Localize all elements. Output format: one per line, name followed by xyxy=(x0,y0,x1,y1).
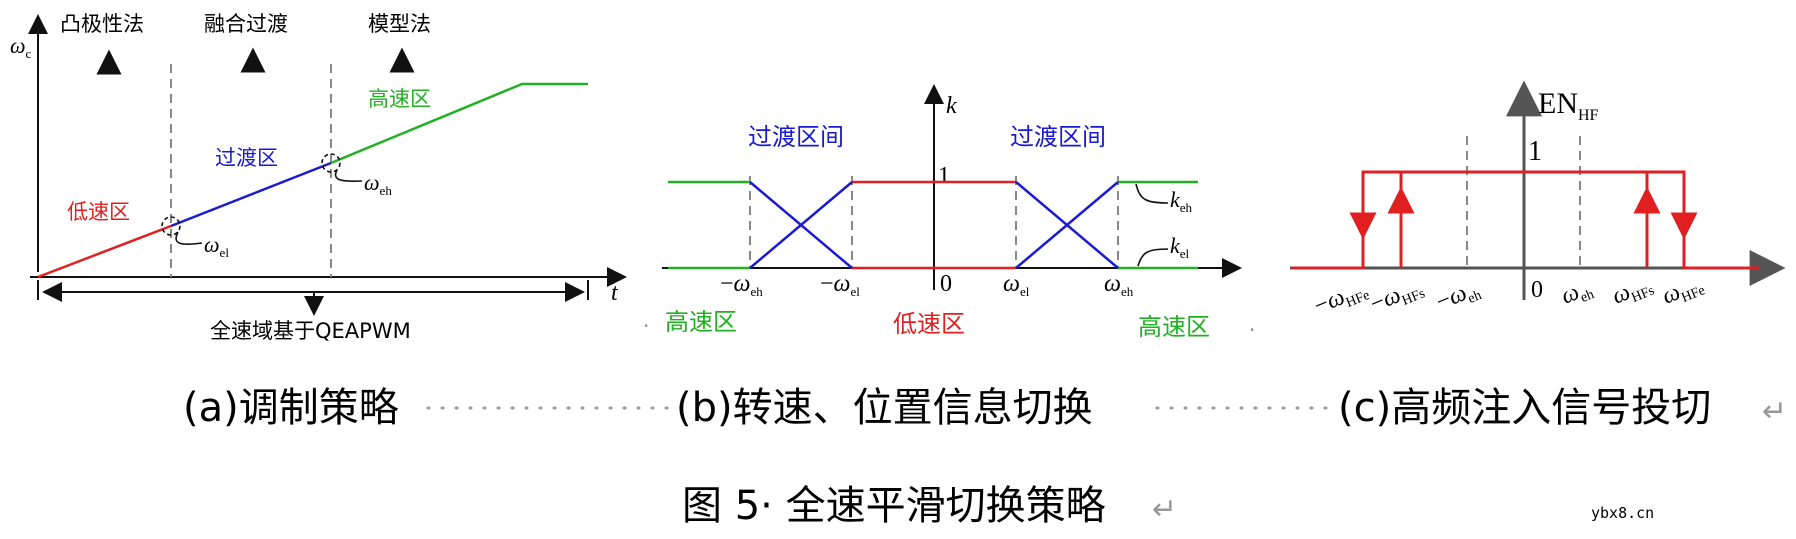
panel-c-y-label: ENHF xyxy=(1538,87,1599,124)
panel-c-tick-one: 1 xyxy=(1528,136,1542,167)
panel-c-tick-hfe: ωHFe xyxy=(1659,270,1708,312)
panel-b-curve-keh: keh xyxy=(1170,187,1193,215)
figure-title: 图 5· 全速平滑切换策略 xyxy=(682,483,1106,529)
watermark: ybx8.cn xyxy=(1591,504,1654,522)
panel-a-top-label-1: 凸极性法 xyxy=(60,12,144,36)
caption-b: (b)转速、位置信息切换 xyxy=(676,385,1093,431)
panel-b-tick-one: 1 xyxy=(938,163,950,189)
panel-a-x-label: t xyxy=(611,280,619,306)
panel-b-region-high-right: 高速区 xyxy=(1138,313,1210,341)
panel-a-marker-el xyxy=(161,216,181,236)
panel-a-top-label-3: 模型法 xyxy=(368,12,431,36)
panel-c: ENHF 1 0 −ωHFe −ωHFs −ωeh ωeh ωHFs ωHFe xyxy=(1290,80,1786,322)
panel-a: ωc t 凸极性法 融合过渡 模型法 ωel ωeh 低速区 过渡区 高速区 全… xyxy=(10,12,627,343)
panel-b-left-dot: · xyxy=(643,314,649,338)
panel-b-y-label: k xyxy=(946,93,957,119)
figure-title-return-mark: ↵ xyxy=(1152,492,1177,527)
panel-b-tick-zero: 0 xyxy=(940,271,952,297)
panel-a-y-label: ωc xyxy=(10,33,32,61)
panel-a-low-speed-line xyxy=(37,224,172,279)
panel-b-region-high-left: 高速区 xyxy=(665,308,737,336)
panel-b-tick-neg-eh: −ωeh xyxy=(720,271,763,299)
panel-a-top-label-2: 融合过渡 xyxy=(204,12,288,36)
caption-c-return-mark: ↵ xyxy=(1762,394,1787,429)
panel-b-region-low: 低速区 xyxy=(893,310,965,338)
panel-a-region-transition: 过渡区 xyxy=(215,146,278,170)
panel-a-callout-eh xyxy=(334,169,363,183)
panel-b-keh-callout xyxy=(1135,183,1169,204)
panel-b-tick-el: ωel xyxy=(1003,271,1030,299)
panel-a-region-high: 高速区 xyxy=(368,87,431,111)
panel-a-region-low: 低速区 xyxy=(67,200,130,224)
panel-a-bottom-label: 全速域基于QEAPWM xyxy=(210,319,411,343)
panel-b-curve-kel: kel xyxy=(1170,233,1190,261)
panel-b-tick-neg-el: −ωel xyxy=(820,271,860,299)
panel-c-tick-hfs: ωHFs xyxy=(1609,270,1657,312)
panel-b-kel-callout xyxy=(1137,248,1169,267)
panel-b-cross-right-down xyxy=(1015,181,1119,269)
caption-c: (c)高频注入信号投切 xyxy=(1338,385,1711,431)
panel-a-high-speed-line xyxy=(330,82,588,165)
captions: (a)调制策略 (b)转速、位置信息切换 (c)高频注入信号投切 ↵ 图 5· … xyxy=(183,385,1787,529)
panel-c-tick-neg-hfe: −ωHFe xyxy=(1311,275,1373,322)
panel-b-cross-left-down xyxy=(749,181,853,269)
panel-b-tick-eh: ωeh xyxy=(1104,271,1134,299)
panel-c-tick-zero: 0 xyxy=(1531,277,1543,303)
panel-c-tick-eh: ωeh xyxy=(1558,274,1597,312)
panel-c-tick-neg-hfs: −ωHFs xyxy=(1367,273,1428,320)
panel-a-omega-el: ωel xyxy=(204,232,229,260)
panel-c-enable-pulse xyxy=(1292,170,1760,270)
panel-b: k 1 0 过渡区间 过渡区间 keh kel −ωeh −ωel ωel ωe… xyxy=(643,84,1255,342)
panel-a-marker-eh xyxy=(321,153,341,173)
panel-b-right-dot: · xyxy=(1249,318,1255,342)
panel-a-callout-el xyxy=(175,231,203,246)
panel-b-transition-label-right: 过渡区间 xyxy=(1010,123,1106,151)
caption-a: (a)调制策略 xyxy=(183,385,399,431)
panel-c-tick-neg-eh: −ωeh xyxy=(1433,275,1484,318)
panel-a-transition-line xyxy=(170,161,332,228)
panel-a-omega-eh: ωeh xyxy=(364,170,392,198)
panel-b-transition-label-left: 过渡区间 xyxy=(748,123,844,151)
